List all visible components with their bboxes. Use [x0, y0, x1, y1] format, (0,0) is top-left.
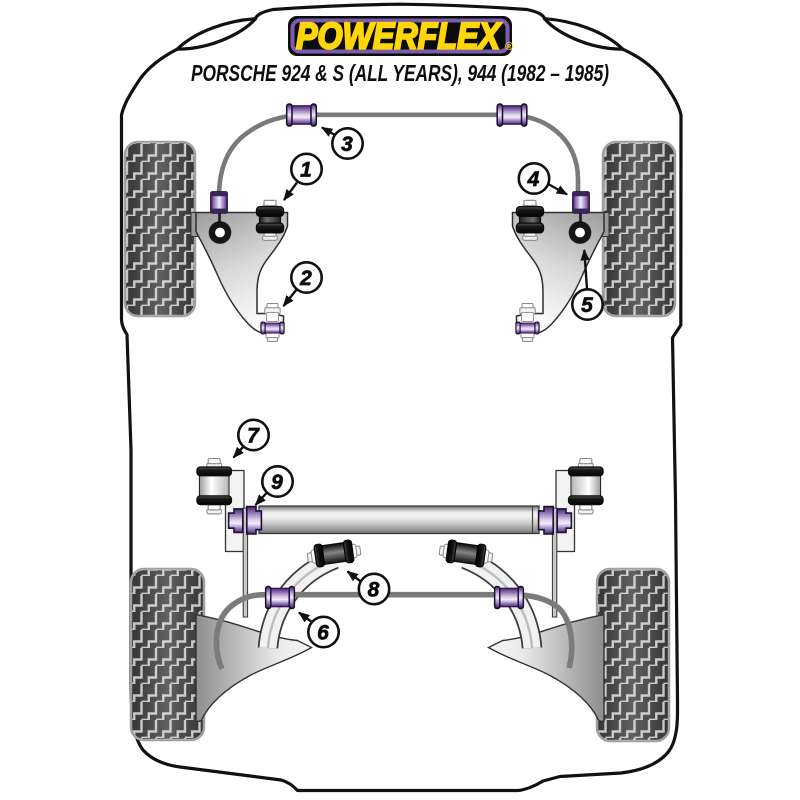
- svg-text:5: 5: [581, 294, 593, 317]
- svg-text:9: 9: [271, 471, 283, 494]
- svg-text:PORSCHE 924 & S (ALL YEARS), 9: PORSCHE 924 & S (ALL YEARS), 944 (1982 –…: [191, 60, 609, 86]
- svg-text:POWERFLEX: POWERFLEX: [296, 16, 502, 57]
- svg-text:7: 7: [247, 424, 260, 447]
- svg-text:2: 2: [299, 267, 312, 290]
- svg-text:1: 1: [300, 158, 312, 181]
- svg-text:3: 3: [341, 133, 353, 156]
- svg-text:6: 6: [317, 621, 329, 644]
- svg-text:®: ®: [505, 41, 513, 53]
- svg-text:4: 4: [527, 168, 540, 191]
- svg-text:8: 8: [368, 578, 380, 601]
